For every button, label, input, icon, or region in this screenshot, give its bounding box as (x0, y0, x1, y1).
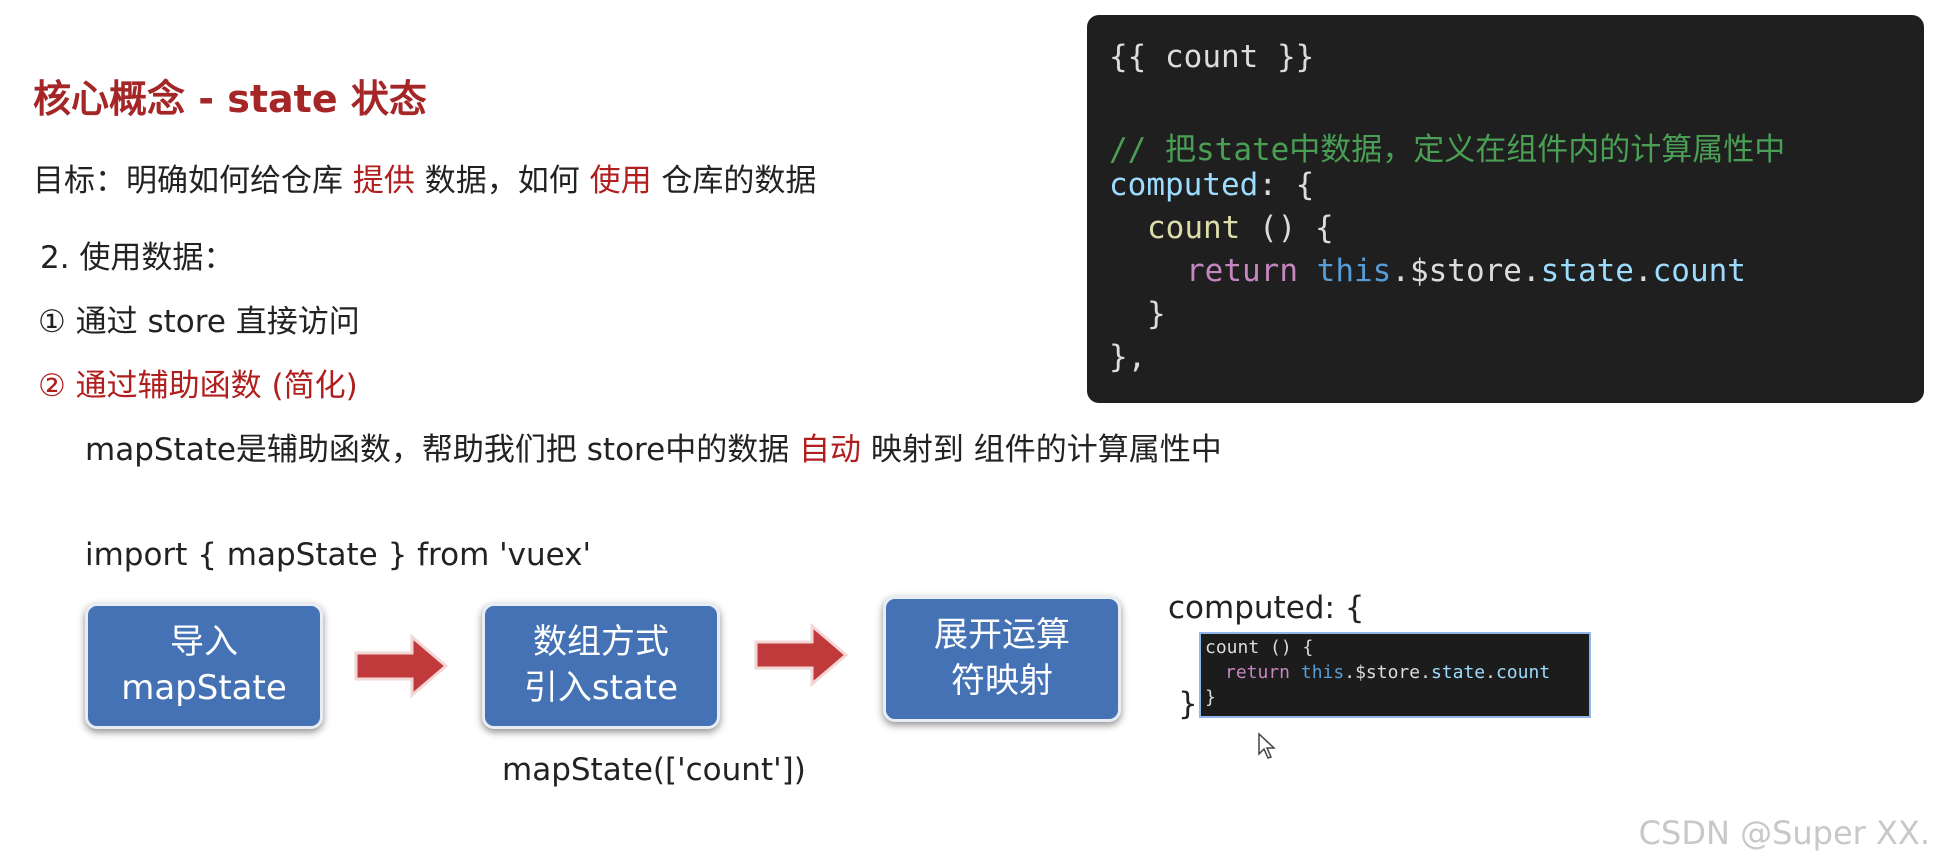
computed-keyword: computed (1109, 167, 1259, 203)
computed-closing-brace: } (1178, 686, 1198, 722)
goal-middle: 数据，如何 (414, 163, 590, 199)
watermark: CSDN @Super XX. (1638, 814, 1930, 852)
mapstate-description: mapState是辅助函数，帮助我们把 store中的数据 自动 映射到 组件的… (85, 424, 1222, 469)
flow-box-array-line2: 引入state (523, 668, 679, 708)
store-part: .$store. (1391, 253, 1541, 289)
small-this-keyword: this (1300, 662, 1345, 683)
dot-part: . (1633, 253, 1653, 289)
goal-highlight-use: 使用 (589, 163, 652, 199)
step-label: 2. 使用数据： (40, 240, 235, 276)
small-count-part: count (1495, 662, 1551, 683)
option-helper-function: ② 通过辅助函数 (简化) (38, 368, 358, 404)
flow-box-spread-operator: 展开运算 符映射 (883, 596, 1121, 722)
flow-arrow-icon (754, 622, 849, 688)
small-state-part: state (1430, 662, 1486, 683)
mapstate-call-label: mapState(['count']) (502, 752, 806, 788)
mouse-cursor-icon (1258, 732, 1276, 759)
code-line-count-fn: count () { (1147, 210, 1334, 246)
goal-suffix: 仓库的数据 (651, 163, 817, 199)
description-prefix: mapState是辅助函数，帮助我们把 store中的数据 (85, 432, 800, 468)
small-store-part: .$store. (1344, 662, 1431, 683)
small-code-line2: return this.$store.state.count (1225, 662, 1550, 683)
small-code-line3: } (1205, 687, 1216, 708)
small-code-snippet: count () { return this.$store.state.coun… (1199, 632, 1591, 718)
computed-label: computed: { (1168, 590, 1365, 626)
option-direct-access: ① 通过 store 直接访问 (38, 304, 360, 340)
small-dot: . (1485, 662, 1496, 683)
small-return-keyword: return (1225, 662, 1291, 683)
code-line-return: return this.$store.state.count (1186, 253, 1746, 289)
code-line-comment: // 把state中数据，定义在组件内的计算属性中 (1109, 132, 1786, 168)
goal-prefix: 目标：明确如何给仓库 (33, 163, 353, 199)
description-highlight-auto: 自动 (799, 432, 862, 468)
code-line-close-inner: } (1147, 296, 1166, 332)
import-statement: import { mapState } from 'vuex' (85, 537, 592, 573)
flow-arrow-icon (354, 633, 449, 699)
code-line-computed: computed: { (1109, 167, 1314, 203)
flow-box-import-line2: mapState (121, 668, 287, 708)
count-part: count (1652, 253, 1746, 289)
goal-highlight-provide: 提供 (352, 163, 415, 199)
flow-box-spread-line1: 展开运算 (934, 615, 1070, 656)
flow-box-array-line1: 数组方式 (533, 622, 669, 663)
code-line-close-outer: }, (1109, 339, 1147, 375)
description-suffix: 映射到 组件的计算属性中 (861, 432, 1222, 468)
count-function-rest: () { (1240, 210, 1334, 246)
code-line-template: {{ count }} (1109, 39, 1315, 75)
flow-box-spread-line2: 符映射 (951, 661, 1053, 701)
state-part: state (1540, 253, 1634, 289)
computed-rest: : { (1258, 167, 1315, 203)
small-code-line1: count () { (1205, 637, 1314, 658)
count-function-name: count (1147, 210, 1241, 246)
slide-title: 核心概念 - state 状态 (33, 77, 427, 121)
goal-line: 目标：明确如何给仓库 提供 数据，如何 使用 仓库的数据 (33, 155, 816, 200)
flow-box-array-state: 数组方式 引入state (482, 603, 720, 729)
this-keyword: this (1316, 253, 1392, 289)
code-panel: {{ count }} // 把state中数据，定义在组件内的计算属性中 co… (1087, 15, 1924, 403)
flow-box-import-line1: 导入 (170, 622, 238, 663)
flow-box-import-mapstate: 导入 mapState (85, 603, 323, 729)
return-keyword: return (1186, 253, 1298, 289)
